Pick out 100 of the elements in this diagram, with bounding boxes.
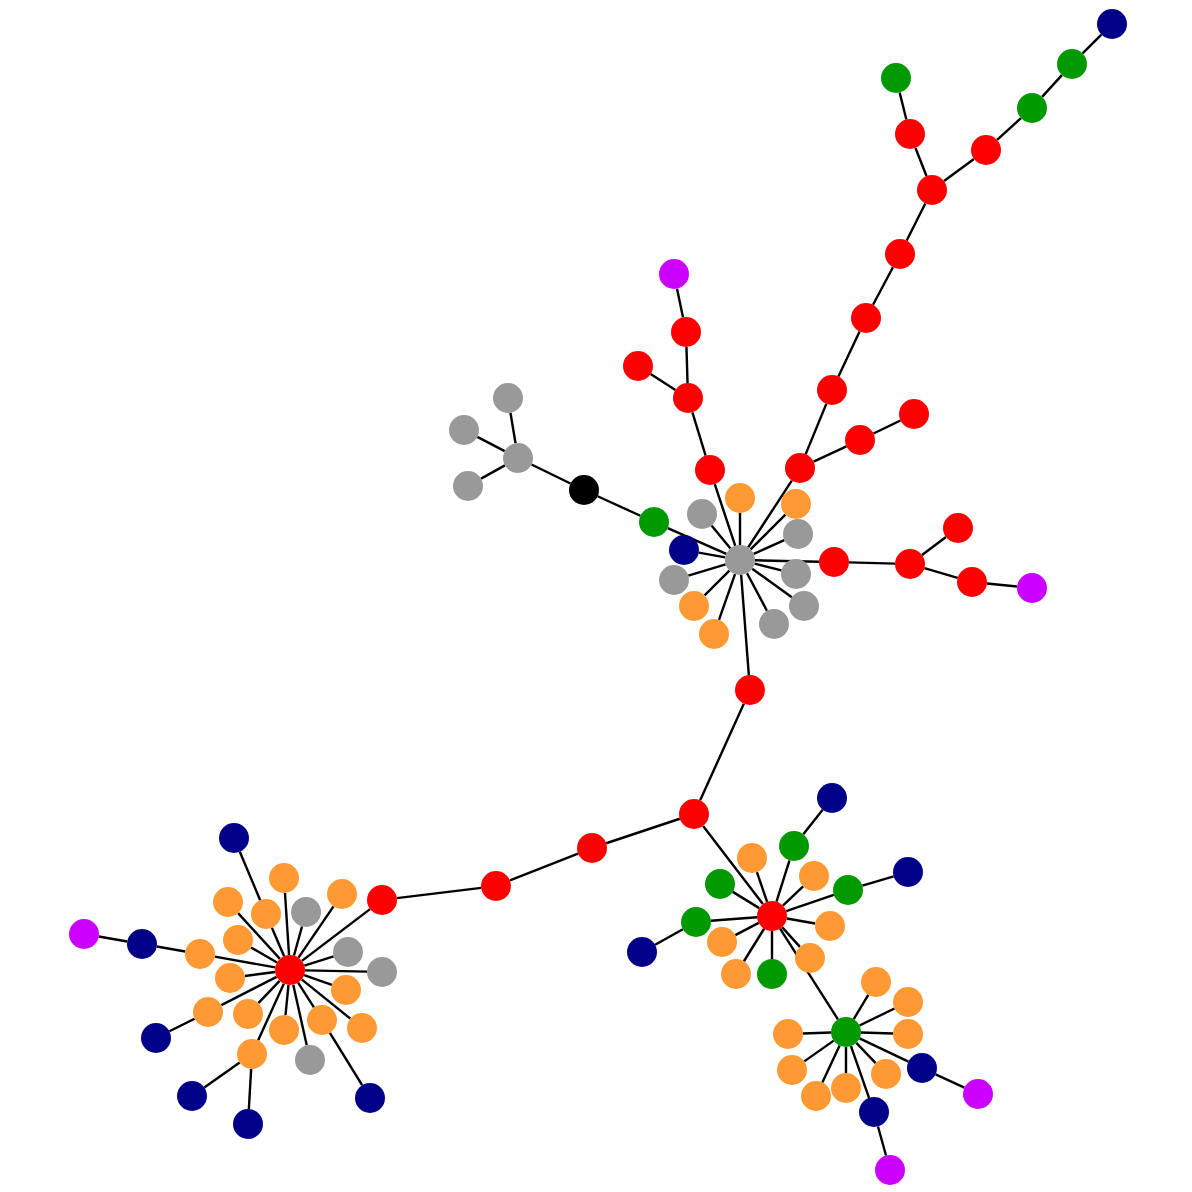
node-circle (1057, 49, 1087, 79)
connector-line (509, 412, 517, 444)
connector-line (770, 931, 774, 959)
node-circle (659, 259, 689, 289)
connector-line (597, 495, 641, 517)
node-circle (177, 1081, 207, 1111)
connector-line (848, 561, 896, 565)
node-circle (963, 1079, 993, 1109)
connector-line (943, 157, 975, 183)
node-circle (943, 513, 973, 543)
node-circle (275, 955, 305, 985)
connector-line (732, 890, 760, 910)
node-circle (773, 1019, 803, 1049)
node-circle (757, 959, 787, 989)
node-circle (1017, 93, 1047, 123)
node-circle (917, 175, 947, 205)
connector-line (654, 928, 684, 946)
connector-line (1041, 74, 1063, 98)
connector-line (214, 955, 276, 969)
node-circle (493, 383, 523, 413)
node-circle (679, 591, 709, 621)
node-circle (327, 879, 357, 909)
node-circle (681, 907, 711, 937)
node-circle (481, 871, 511, 901)
connector-line (862, 875, 894, 887)
connector-line (300, 978, 352, 1020)
connector-line (746, 572, 768, 612)
connector-line (250, 946, 278, 964)
connector-line (244, 970, 276, 978)
connector-line (691, 412, 707, 456)
connector-line (257, 980, 281, 1004)
node-circle (907, 1053, 937, 1083)
connector-line (1081, 33, 1103, 55)
node-circle (817, 783, 847, 813)
node-circle (895, 119, 925, 149)
node-circle (269, 863, 299, 893)
connector-line (754, 562, 782, 572)
node-circle (449, 415, 479, 445)
connector-line (813, 445, 847, 463)
node-circle (215, 963, 245, 993)
connector-line (753, 539, 785, 555)
node-circle (577, 833, 607, 863)
connector-line (821, 1045, 841, 1083)
node-circle (355, 1083, 385, 1113)
node-circle (871, 1059, 901, 1089)
node-circle (673, 383, 703, 413)
connector-line (860, 1031, 894, 1035)
connector-line (303, 973, 333, 987)
connector-line (675, 288, 685, 318)
node-circle (291, 897, 321, 927)
node-circle (251, 899, 281, 929)
connector-line (873, 419, 901, 435)
connector-line (849, 1045, 871, 1099)
node-circle (695, 455, 725, 485)
node-circle (687, 499, 717, 529)
node-circle (627, 937, 657, 967)
connector-line (257, 983, 285, 1041)
connector-line (859, 1037, 909, 1063)
connector-line (872, 266, 894, 306)
node-circle (639, 507, 669, 537)
node-circle (781, 489, 811, 519)
connector-line (924, 567, 958, 579)
connector-line (304, 969, 368, 973)
node-circle (757, 901, 787, 931)
connector-line (755, 871, 769, 903)
node-circle (899, 399, 929, 429)
node-circle (831, 1073, 861, 1103)
node-circle (721, 959, 751, 989)
connector-line (844, 1047, 848, 1073)
node-circle (671, 317, 701, 347)
node-circle (307, 1005, 337, 1035)
node-circle (881, 63, 911, 93)
node-circle (893, 857, 923, 887)
connector-line (802, 1031, 832, 1035)
connector-line (301, 908, 371, 962)
node-circle (127, 929, 157, 959)
connector-line (98, 935, 128, 943)
node-circle (623, 351, 653, 381)
node-circle (233, 999, 263, 1029)
connector-line (754, 559, 820, 563)
node-circle (875, 1155, 905, 1185)
connector-line (751, 567, 793, 599)
node-circle (861, 967, 891, 997)
node-circle (725, 545, 755, 575)
connector-line (710, 916, 758, 922)
node-circle (269, 1015, 299, 1045)
connector-line (739, 574, 751, 676)
node-circle (185, 939, 215, 969)
connector-line (509, 852, 579, 882)
node-circle (707, 927, 737, 957)
node-circle (725, 483, 755, 513)
connector-line (996, 117, 1022, 141)
connector-line (802, 809, 824, 835)
node-circle (789, 591, 819, 621)
node-circle (705, 869, 735, 899)
connector-line (713, 483, 737, 547)
node-circle (795, 943, 825, 973)
node-circle (833, 875, 863, 905)
node-circle (971, 135, 1001, 165)
connector-line (749, 513, 787, 551)
